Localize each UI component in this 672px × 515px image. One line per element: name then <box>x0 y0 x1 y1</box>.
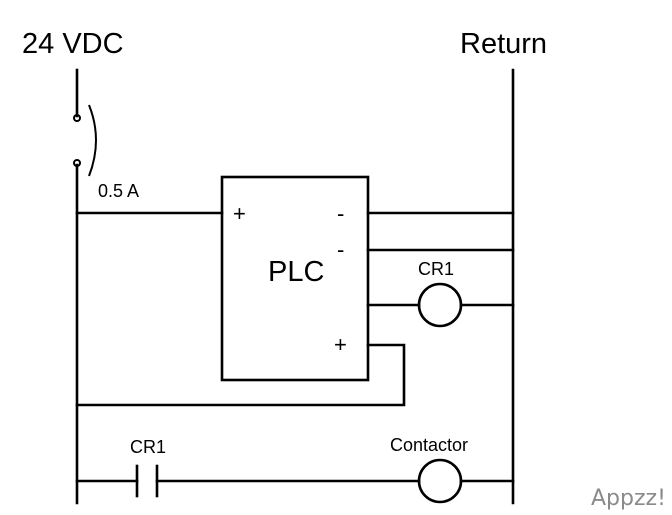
plc-terminal-in-plus: + <box>233 201 246 226</box>
cr1-coil <box>417 282 463 328</box>
watermark-text: Appzz! <box>591 486 666 511</box>
fuse-rating-label: 0.5 A <box>98 181 139 201</box>
plc-terminal-minus-2: - <box>337 237 344 262</box>
fuse-terminal-bottom <box>73 159 81 167</box>
contactor-coil <box>417 458 463 504</box>
return-label: Return <box>460 28 547 60</box>
contactor-label: Contactor <box>390 435 468 455</box>
wire-plc-output-loop <box>75 343 406 407</box>
supply-label: 24 VDC <box>22 28 124 60</box>
fuse-arc <box>88 104 97 177</box>
plc-label: PLC <box>268 256 324 288</box>
plc-terminal-out-plus: + <box>334 332 347 357</box>
plc-terminal-minus-1: - <box>337 201 344 226</box>
fuse-terminal-top <box>73 114 81 122</box>
plc-box <box>220 175 370 382</box>
cr1-contact-label: CR1 <box>130 437 166 457</box>
cr1-coil-label: CR1 <box>418 259 454 279</box>
fuse-symbol <box>73 104 97 177</box>
